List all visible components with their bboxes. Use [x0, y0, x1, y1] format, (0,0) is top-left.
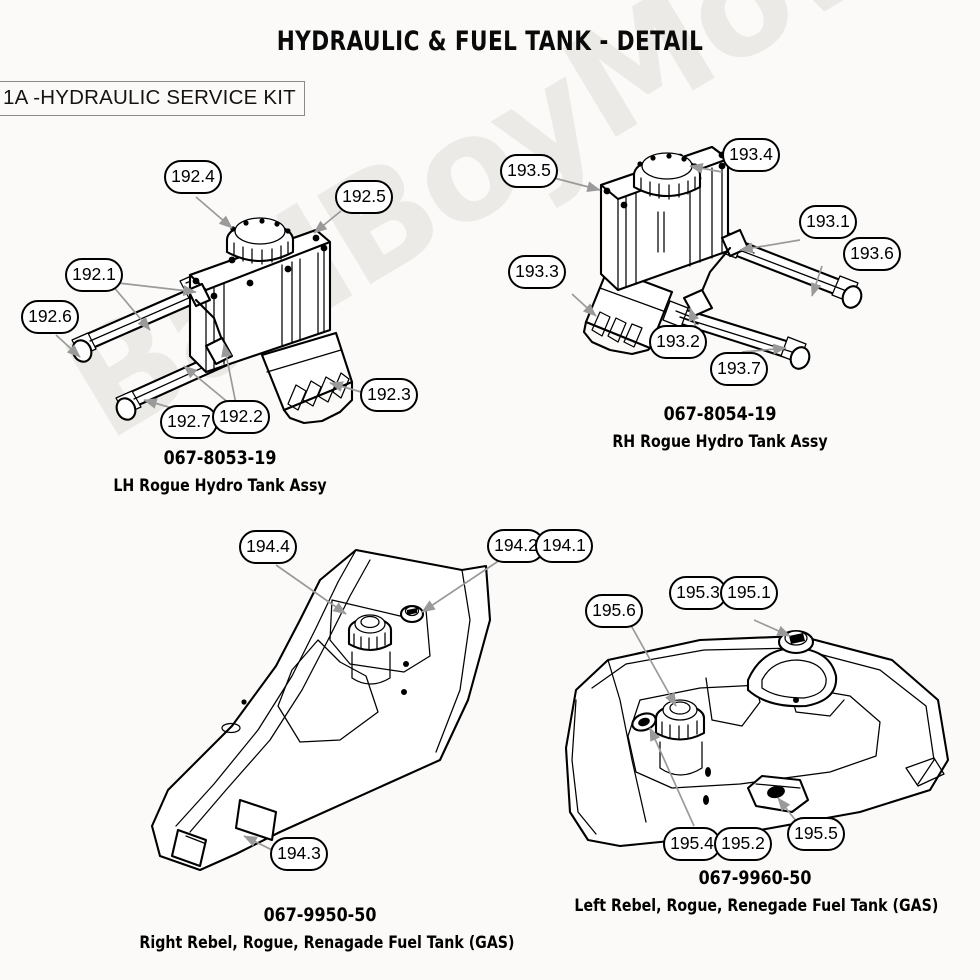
callout-label: 195.1: [727, 582, 771, 603]
callout-195-6[interactable]: 195.6: [585, 594, 643, 628]
part-description: Left Rebel, Rogue, Renegade Fuel Tank (G…: [574, 896, 939, 915]
callout-195-5[interactable]: 195.5: [787, 817, 845, 851]
part-description: Right Rebel, Rogue, Renagade Fuel Tank (…: [139, 933, 515, 952]
caption-rh-hydro-tank: 067-8054-19 RH Rogue Hydro Tank Assy: [570, 404, 871, 451]
callout-label: 192.1: [72, 264, 116, 285]
part-description: RH Rogue Hydro Tank Assy: [612, 432, 828, 451]
left-fuel-tank-drawing: [564, 619, 950, 848]
callout-label: 194.3: [277, 843, 321, 864]
callout-label: 193.7: [717, 358, 761, 379]
lh-hydro-tank-drawing: [55, 196, 369, 425]
callout-label: 192.5: [342, 186, 386, 207]
callout-192-7[interactable]: 192.7: [160, 405, 218, 439]
callout-192-1[interactable]: 192.1: [65, 258, 123, 292]
callout-193-1[interactable]: 193.1: [799, 205, 857, 239]
callout-label: 193.5: [507, 160, 551, 181]
callout-193-4[interactable]: 193.4: [722, 138, 780, 172]
callout-label: 193.4: [729, 144, 773, 165]
hose-lower-rh: [662, 300, 811, 370]
leader-lines-lh: [55, 196, 369, 413]
callout-192-3[interactable]: 192.3: [360, 378, 418, 412]
part-number: 067-8054-19: [663, 404, 777, 425]
right-fuel-tank-drawing: [150, 548, 501, 872]
callout-label: 192.2: [219, 406, 263, 427]
callout-193-6[interactable]: 193.6: [843, 237, 901, 271]
callout-193-2[interactable]: 193.2: [649, 325, 707, 359]
callout-195-2[interactable]: 195.2: [714, 827, 772, 861]
callout-label: 194.1: [542, 535, 586, 556]
part-number: 067-9950-50: [263, 905, 377, 926]
callout-193-5[interactable]: 193.5: [500, 154, 558, 188]
callout-label: 193.2: [656, 331, 700, 352]
callout-195-3[interactable]: 195.3: [669, 576, 727, 610]
callout-192-6[interactable]: 192.6: [21, 300, 79, 334]
callout-195-1[interactable]: 195.1: [720, 576, 778, 610]
callout-192-4[interactable]: 192.4: [164, 160, 222, 194]
callout-195-4[interactable]: 195.4: [663, 827, 721, 861]
callout-194-4[interactable]: 194.4: [239, 530, 297, 564]
callout-label: 194.2: [494, 535, 538, 556]
page-title: HYDRAULIC & FUEL TANK - DETAIL: [276, 26, 704, 57]
callout-label: 193.6: [850, 243, 894, 264]
leader-lines-left-fuel: [627, 619, 801, 827]
callout-label: 194.4: [246, 536, 290, 557]
part-description: LH Rogue Hydro Tank Assy: [113, 476, 327, 495]
callout-label: 193.1: [806, 211, 850, 232]
caption-lh-hydro-tank: 067-8053-19 LH Rogue Hydro Tank Assy: [78, 448, 362, 495]
part-number: 067-9960-50: [698, 868, 812, 889]
callout-194-2[interactable]: 194.2: [487, 529, 545, 563]
service-kit-label: 1A -HYDRAULIC SERVICE KIT: [0, 81, 305, 116]
caption-left-fuel-tank: 067-9960-50 Left Rebel, Rogue, Renegade …: [574, 868, 939, 915]
callout-193-3[interactable]: 193.3: [508, 255, 566, 289]
callout-label: 192.4: [171, 166, 215, 187]
callout-label: 195.3: [676, 582, 720, 603]
rh-hydro-tank-drawing: [553, 145, 863, 370]
callout-label: 193.3: [515, 261, 559, 282]
callout-label: 195.4: [670, 833, 714, 854]
tank-body-rh: [599, 145, 750, 318]
callout-label: 192.6: [28, 306, 72, 327]
callout-194-3[interactable]: 194.3: [270, 837, 328, 871]
callout-label: 192.3: [367, 384, 411, 405]
callout-label: 195.6: [592, 600, 636, 621]
tank-body-lh: [186, 217, 332, 374]
callout-193-7[interactable]: 193.7: [710, 352, 768, 386]
callout-label: 195.2: [721, 833, 765, 854]
callout-label: 195.5: [794, 823, 838, 844]
callout-192-5[interactable]: 192.5: [335, 180, 393, 214]
callout-194-1[interactable]: 194.1: [535, 529, 593, 563]
part-number: 067-8053-19: [163, 448, 277, 469]
callout-label: 192.7: [167, 411, 211, 432]
caption-right-fuel-tank: 067-9950-50 Right Rebel, Rogue, Renagade…: [139, 905, 515, 952]
callout-192-2[interactable]: 192.2: [212, 400, 270, 434]
